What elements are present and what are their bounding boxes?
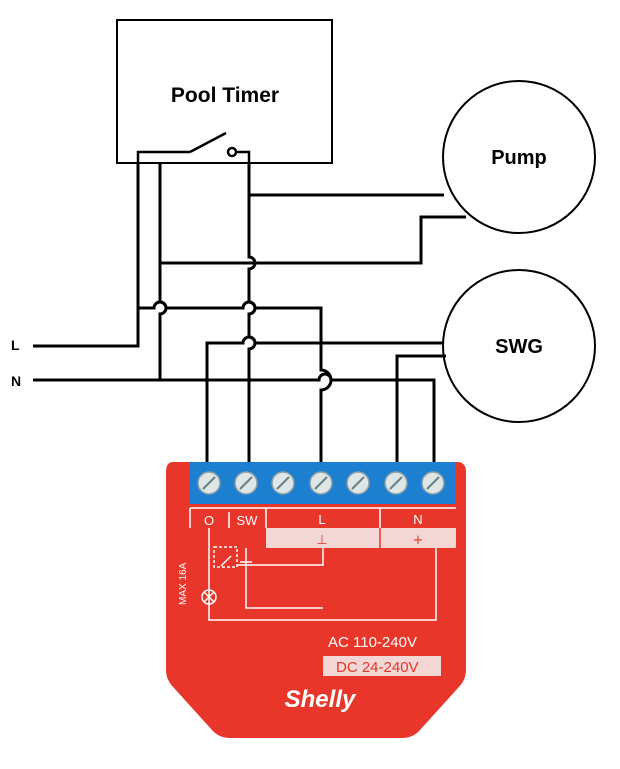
terminal-l-label: L [318, 512, 325, 527]
pool-timer-box [116, 19, 333, 164]
pump-circle [442, 80, 596, 234]
pump-label: Pump [491, 147, 547, 169]
neutral-line-label: N [11, 373, 21, 389]
sw-wire [247, 195, 257, 462]
neutral-bus-wire [158, 263, 168, 380]
terminal-n-label: N [413, 512, 422, 527]
shelly-l-wire [138, 300, 333, 462]
terminal-o-label: O [204, 513, 214, 528]
live-wire [33, 163, 140, 348]
timer-output-wire [247, 163, 444, 197]
dc-rating-label: DC 24-240V [336, 659, 419, 676]
terminal-sw-label: SW [237, 513, 259, 528]
max-rating-label: MAX 16A [178, 562, 189, 605]
terminal-labels: O SW L N ⊥ + [189, 507, 456, 548]
ac-rating-label: AC 110-240V [328, 634, 417, 651]
shelly-o-wire [205, 335, 443, 462]
pool-timer-label: Pool Timer [171, 84, 279, 107]
timer-switch [136, 131, 251, 163]
shelly-logo: Shelly [285, 686, 357, 713]
live-line-label: L [11, 337, 20, 353]
lamp-icon [201, 589, 217, 605]
pump-return-wire [158, 163, 466, 265]
swg-wire [395, 354, 446, 462]
shelly-device: O SW L N ⊥ + MAX 16A AC 110-240V DC 24-2… [166, 462, 466, 738]
wires [33, 163, 466, 462]
internal-schematic [201, 528, 437, 621]
n-polarity-symbol: + [413, 533, 424, 548]
neutral-wire [33, 372, 436, 462]
swg-label: SWG [495, 336, 543, 358]
swg-circle [442, 269, 596, 423]
l-polarity-symbol: ⊥ [316, 533, 327, 548]
